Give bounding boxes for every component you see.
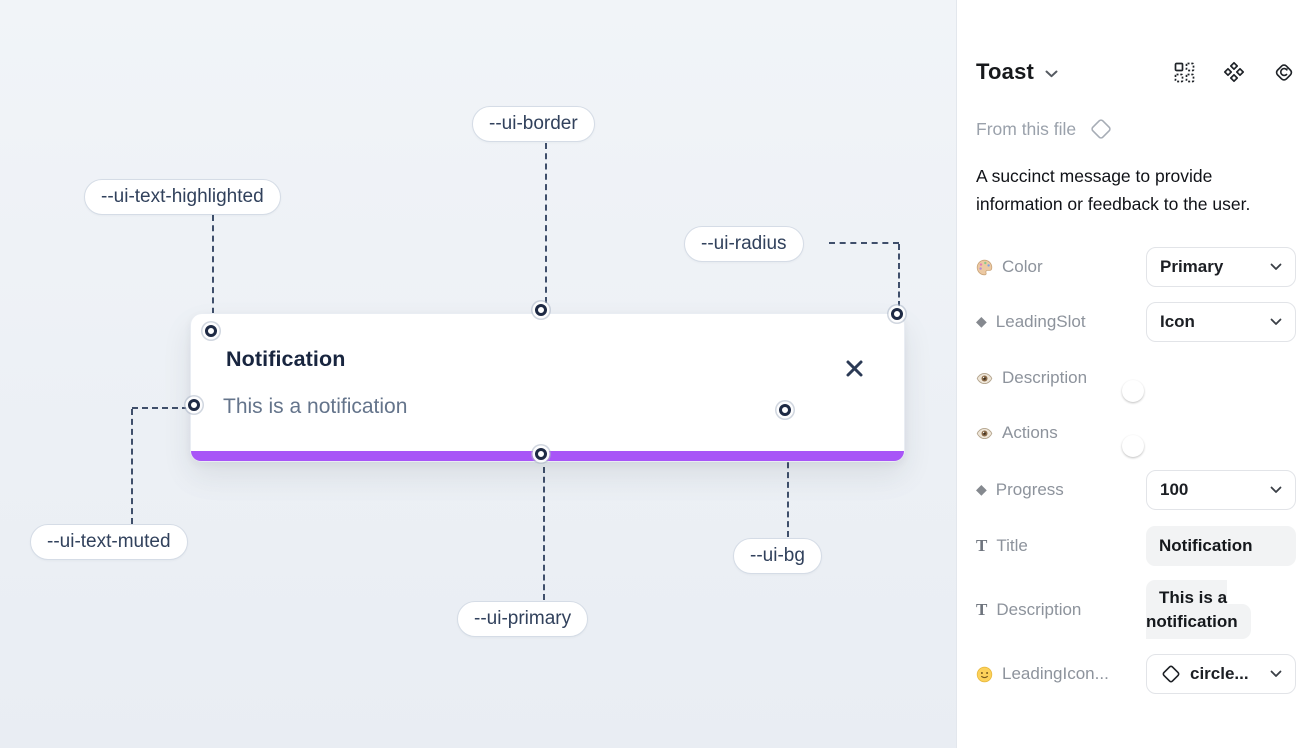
toast-component: Notification This is a notification [190, 313, 905, 462]
variants-icon[interactable] [1223, 61, 1245, 83]
chevron-down-icon [1270, 318, 1282, 326]
text-type-icon: T [976, 600, 988, 619]
property-row-description-toggle: Description [976, 358, 1296, 402]
description-field[interactable]: This is a notification [1146, 580, 1251, 639]
component-preview-canvas: Notification This is a notification --ui… [0, 0, 957, 748]
property-row-color: Color Primary [976, 247, 1296, 287]
property-label: Title [996, 536, 1028, 555]
connector-dot-text-muted [188, 399, 200, 411]
dropdown-value: circle... [1190, 664, 1249, 683]
properties-panel: Toast [957, 0, 1312, 748]
source-label: From this file [976, 118, 1077, 139]
annotation-ui-text-muted: --ui-text-muted [30, 524, 188, 560]
annotation-ui-radius: --ui-radius [684, 226, 804, 262]
toast-progress-bar [191, 451, 904, 461]
connector-dot-bg [779, 404, 791, 416]
annotation-ui-primary: --ui-primary [457, 601, 589, 637]
file-diamond-icon [1088, 116, 1114, 142]
connector-dot-radius [891, 308, 903, 320]
property-row-progress: ◆ Progress 100 [976, 470, 1296, 510]
eye-icon [976, 370, 993, 387]
connector-line-text-highlighted [212, 215, 214, 324]
leadingicon-dropdown[interactable]: circle... [1146, 654, 1296, 694]
property-label: Actions [1002, 423, 1058, 442]
annotation-ui-border: --ui-border [472, 106, 595, 142]
smiley-icon [976, 666, 993, 683]
chevron-down-icon[interactable] [1045, 70, 1058, 78]
property-row-leadingicon: LeadingIcon... circle... [976, 654, 1296, 694]
connector-line-text-muted-horizontal [132, 407, 188, 409]
property-label: Description [996, 600, 1082, 619]
property-label: Description [1002, 368, 1088, 387]
toast-title: Notification [226, 347, 346, 371]
text-type-icon: T [976, 536, 988, 555]
toggle-knob [1122, 435, 1144, 457]
chevron-down-icon [1270, 486, 1282, 494]
dropdown-value: Primary [1160, 257, 1224, 276]
dropdown-value: Icon [1160, 312, 1195, 331]
property-label: Progress [995, 480, 1064, 499]
instance-diamond-icon [1160, 663, 1182, 685]
palette-icon [976, 259, 993, 276]
connector-line-primary [543, 467, 545, 600]
dropdown-value: 100 [1160, 480, 1189, 499]
property-label: LeadingIcon... [1002, 664, 1109, 683]
component-title: Toast [976, 59, 1035, 84]
progress-dropdown[interactable]: 100 [1146, 470, 1296, 510]
close-icon[interactable] [842, 356, 866, 380]
property-row-title: T Title Notification [976, 526, 1296, 566]
toggle-knob [1122, 380, 1144, 402]
swap-instance-icon[interactable] [1173, 61, 1195, 83]
property-row-actions-toggle: Actions [976, 413, 1296, 457]
chevron-down-icon [1270, 670, 1282, 678]
toast-description: This is a notification [223, 395, 408, 418]
chevron-down-icon [1270, 263, 1282, 271]
color-dropdown[interactable]: Primary [1146, 247, 1296, 287]
connector-dot-primary [535, 448, 547, 460]
component-description: A succinct message to provide informatio… [976, 166, 1251, 214]
connector-line-bg [787, 423, 789, 537]
property-row-leadingslot: ◆ LeadingSlot Icon [976, 302, 1296, 342]
connector-dot-border [535, 304, 547, 316]
connector-line-border [545, 143, 547, 303]
property-label: Color [1002, 257, 1043, 276]
connector-line-radius-vertical [898, 244, 900, 307]
connector-dot-text-highlighted [205, 325, 217, 337]
eye-icon [976, 425, 993, 442]
diamond-icon: ◆ [976, 482, 987, 498]
connector-line-text-muted-vertical [131, 409, 133, 524]
source-row: From this file [976, 116, 1114, 142]
go-to-main-component-icon[interactable] [1273, 61, 1295, 83]
annotation-ui-text-highlighted: --ui-text-highlighted [84, 179, 281, 215]
property-label: LeadingSlot [995, 312, 1086, 331]
panel-header: Toast [976, 54, 1295, 90]
title-field[interactable]: Notification [1146, 526, 1296, 566]
leadingslot-dropdown[interactable]: Icon [1146, 302, 1296, 342]
diamond-icon: ◆ [976, 314, 987, 330]
property-row-description-field: T Description This is a notification [976, 576, 1296, 644]
annotation-ui-bg: --ui-bg [733, 538, 822, 574]
connector-line-radius-horizontal [829, 242, 899, 244]
